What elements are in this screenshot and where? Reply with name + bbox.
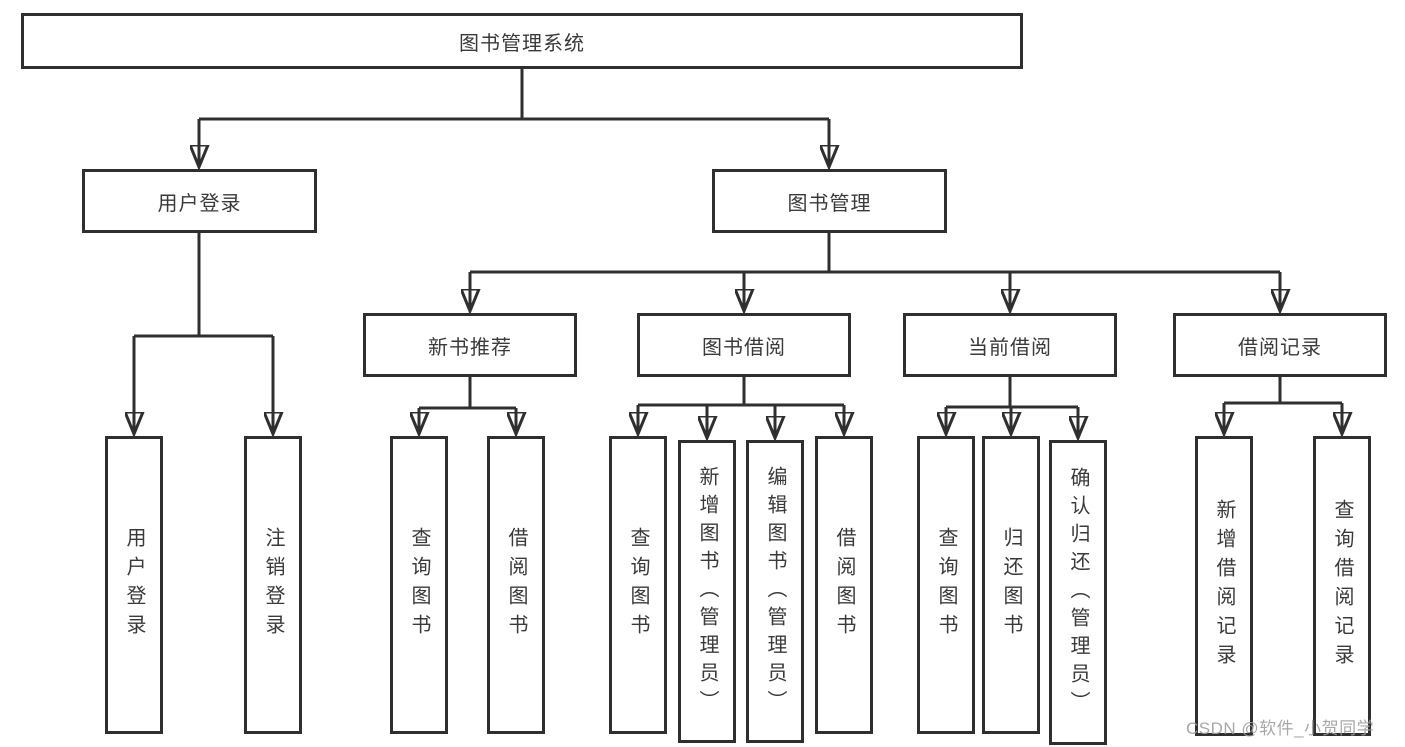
leaf-logout: 注销登录: [244, 436, 302, 734]
leaf-borrow-edit-books-admin: 编辑图书（管理员）: [746, 440, 804, 743]
node-root: 图书管理系统: [21, 13, 1023, 69]
leaf-recommend-borrow-books-label: 借阅图书: [505, 527, 527, 643]
leaf-borrow-query-books-label: 查询图书: [627, 527, 649, 643]
node-user-login: 用户登录: [82, 169, 317, 233]
node-borrow-records: 借阅记录: [1173, 313, 1387, 377]
connector-borrow-records: [1224, 377, 1342, 433]
leaf-borrow-edit-books-admin-label: 编辑图书（管理员）: [764, 465, 786, 718]
connector-current-borrow: [946, 377, 1078, 437]
leaf-current-confirm-return-admin-label: 确认归还（管理员）: [1067, 466, 1089, 719]
node-book-borrow: 图书借阅: [637, 313, 851, 377]
connector-new-book-recommend: [419, 377, 516, 433]
node-root-label: 图书管理系统: [459, 32, 585, 55]
node-current-borrow: 当前借阅: [903, 313, 1117, 377]
node-borrow-records-label: 借阅记录: [1238, 336, 1322, 359]
leaf-current-return-books: 归还图书: [982, 436, 1040, 734]
node-book-borrow-label: 图书借阅: [702, 336, 786, 359]
connector-book-borrow: [638, 377, 844, 437]
node-book-management-label: 图书管理: [787, 192, 872, 215]
leaf-borrow-query-books: 查询图书: [609, 436, 667, 734]
leaf-borrow-add-books-admin-label: 新增图书（管理员）: [696, 465, 718, 718]
leaf-recommend-query-books-label: 查询图书: [408, 527, 430, 643]
node-new-book-recommend-label: 新书推荐: [428, 336, 512, 359]
leaf-logout-label: 注销登录: [262, 527, 284, 643]
connector-root: [199, 69, 829, 166]
node-book-management: 图书管理: [712, 169, 947, 233]
leaf-borrow-borrow-books-label: 借阅图书: [833, 527, 855, 643]
leaf-records-add-record-label: 新增借阅记录: [1213, 499, 1235, 673]
leaf-records-query-record: 查询借阅记录: [1313, 436, 1371, 736]
leaf-current-return-books-label: 归还图书: [1000, 527, 1022, 643]
leaf-borrow-add-books-admin: 新增图书（管理员）: [678, 440, 736, 743]
node-current-borrow-label: 当前借阅: [968, 336, 1052, 359]
leaf-current-query-books-label: 查询图书: [935, 527, 957, 643]
csdn-watermark: CSDN @软件_小贺同学: [1186, 719, 1375, 738]
leaf-current-query-books: 查询图书: [917, 436, 975, 734]
leaf-current-confirm-return-admin: 确认归还（管理员）: [1049, 440, 1107, 745]
node-new-book-recommend: 新书推荐: [363, 313, 577, 377]
leaf-user-login-label: 用户登录: [123, 527, 145, 643]
leaf-recommend-borrow-books: 借阅图书: [487, 436, 545, 734]
leaf-borrow-borrow-books: 借阅图书: [815, 436, 873, 734]
node-user-login-label: 用户登录: [157, 192, 242, 215]
leaf-records-add-record: 新增借阅记录: [1195, 436, 1253, 736]
connector-user-login: [134, 233, 273, 433]
leaf-records-query-record-label: 查询借阅记录: [1331, 499, 1353, 673]
leaf-recommend-query-books: 查询图书: [390, 436, 448, 734]
connector-book-management: [470, 233, 1280, 310]
leaf-user-login: 用户登录: [105, 436, 163, 734]
